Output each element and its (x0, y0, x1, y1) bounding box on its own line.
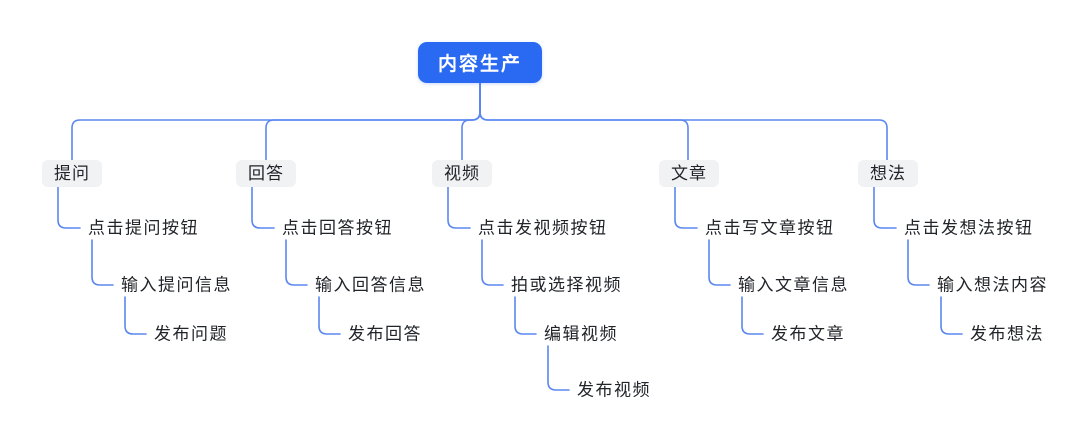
step-node: 输入提问信息 (121, 275, 232, 295)
connector-root-thought (479, 82, 888, 161)
branch-label: 提问 (54, 164, 90, 183)
step-node: 输入文章信息 (738, 275, 849, 295)
branch-node-video: 视频 (432, 160, 492, 187)
step-node: 发布想法 (970, 324, 1044, 344)
branch-label: 视频 (444, 164, 480, 183)
root-node: 内容生产 (418, 42, 542, 83)
step-node: 点击提问按钮 (88, 218, 199, 238)
root-node-label: 内容生产 (437, 54, 522, 75)
branch-label: 文章 (671, 164, 707, 183)
branch-node-question: 提问 (42, 160, 102, 187)
connector-root-article (479, 82, 689, 161)
step-node: 拍或选择视频 (511, 275, 622, 295)
step-node: 发布文章 (771, 324, 845, 344)
connector-root-question (71, 82, 481, 161)
branch-label: 想法 (870, 164, 906, 183)
branch-node-article: 文章 (659, 160, 719, 187)
step-node: 输入回答信息 (315, 275, 426, 295)
step-node: 输入想法内容 (937, 275, 1048, 295)
step-node: 发布问题 (154, 324, 228, 344)
connector-root-answer (265, 82, 481, 161)
step-node: 发布回答 (348, 324, 422, 344)
step-node: 点击回答按钮 (282, 218, 393, 238)
branch-label: 回答 (248, 164, 284, 183)
connector-root-video (461, 82, 481, 161)
step-node: 点击写文章按钮 (705, 218, 835, 238)
step-node: 点击发想法按钮 (904, 218, 1034, 238)
step-node: 发布视频 (577, 380, 651, 400)
branch-node-thought: 想法 (858, 160, 918, 187)
step-node: 点击发视频按钮 (478, 218, 608, 238)
branch-node-answer: 回答 (236, 160, 296, 187)
step-node: 编辑视频 (544, 324, 618, 344)
